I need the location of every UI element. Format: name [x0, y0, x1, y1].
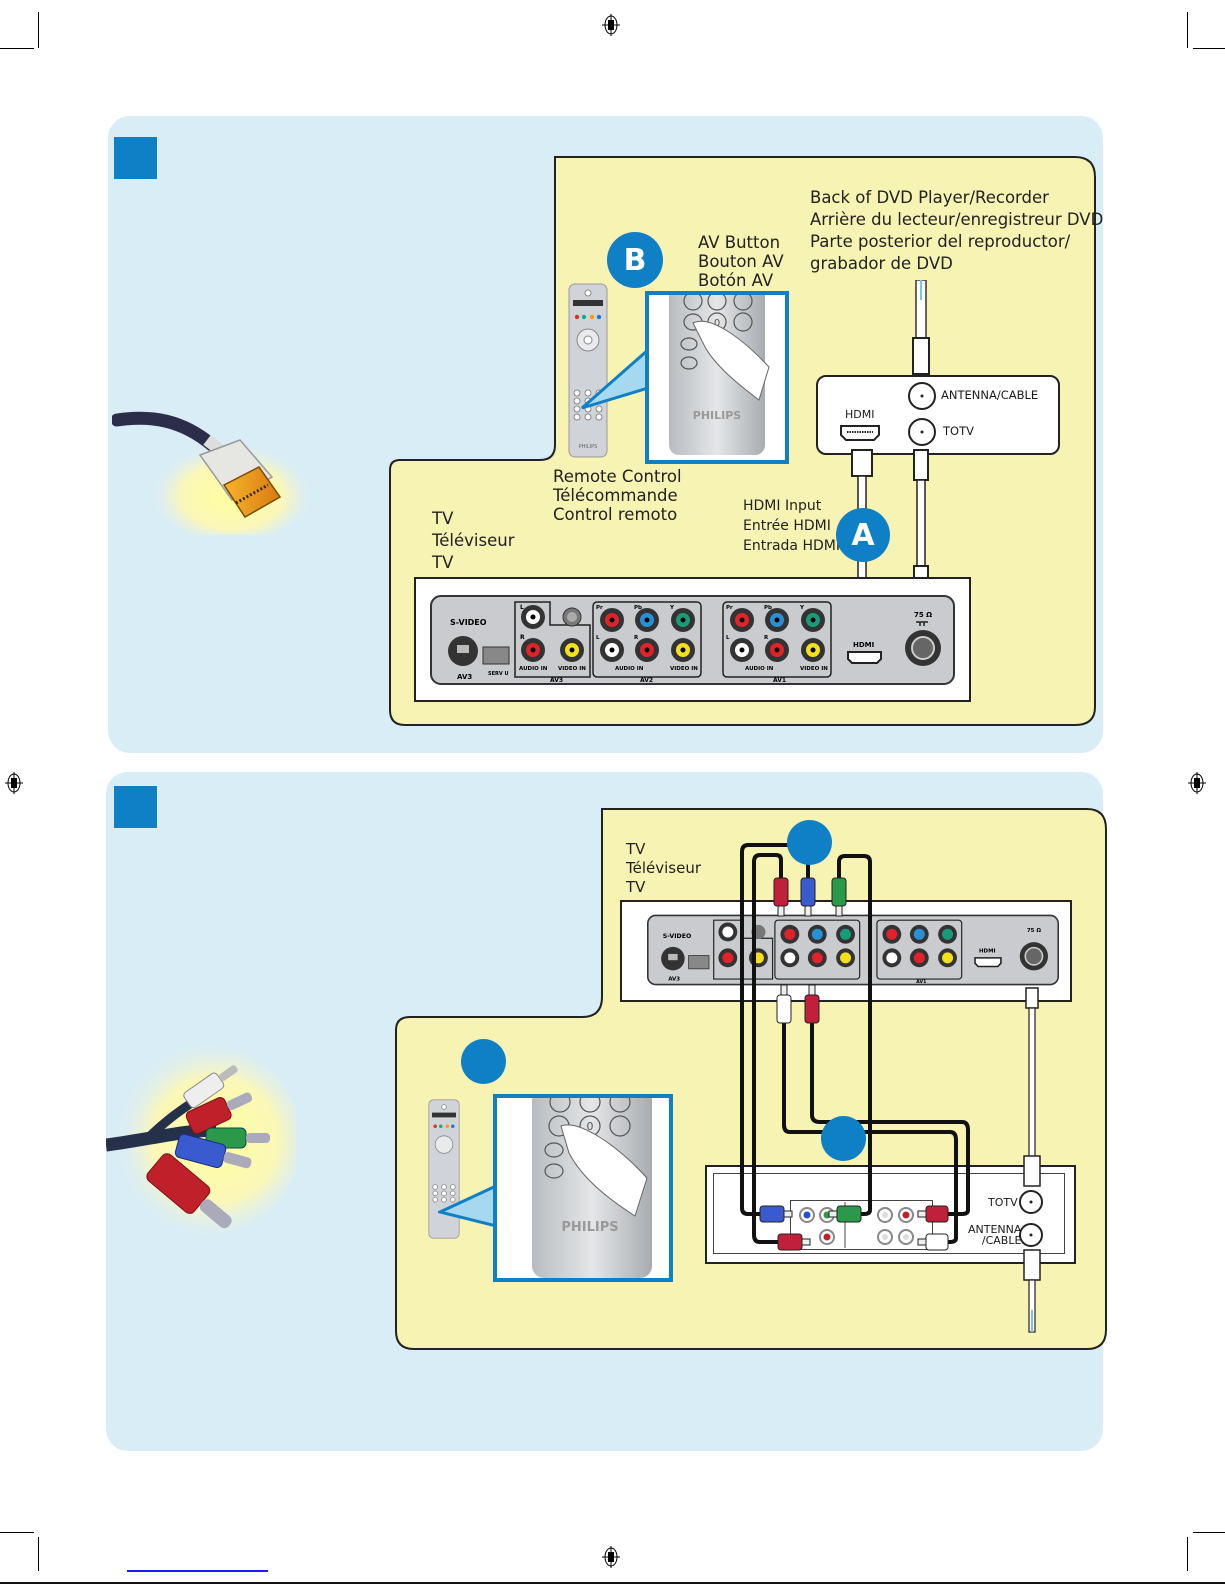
- plug-red-pr: [773, 877, 789, 917]
- svg-text:L: L: [520, 604, 524, 611]
- remote-control-image-2: [428, 1099, 460, 1239]
- dvd-hdmi-label: HDMI: [845, 408, 875, 421]
- badge-a: A: [836, 508, 890, 562]
- antenna-port-icon-2: [1019, 1223, 1043, 1247]
- svg-text:AUDIO IN: AUDIO IN: [745, 666, 774, 672]
- crop-mark: [38, 12, 39, 48]
- hdmi-cable-image: [112, 385, 308, 535]
- plug-green-y: [831, 877, 847, 917]
- svg-text:AV3: AV3: [457, 673, 472, 681]
- svg-text:VIDEO IN: VIDEO IN: [670, 666, 698, 672]
- svg-text:AV3: AV3: [668, 977, 680, 983]
- svg-text:Pb: Pb: [764, 605, 772, 611]
- antenna-port-icon: [908, 382, 936, 410]
- badge-dvd-connection: [821, 1116, 866, 1161]
- cable-connections-2: [740, 843, 1041, 1333]
- tv-back-panel: S-VIDEO AV3 SERV U L R AUDIO IN VIDEO IN…: [430, 595, 955, 685]
- svg-text:R: R: [520, 634, 525, 641]
- svg-text:Pr: Pr: [726, 605, 733, 611]
- rca-jack-white: [521, 605, 545, 629]
- zoom-callout: [581, 346, 650, 410]
- registration-mark-icon: [5, 772, 23, 794]
- plug-white-audio: [776, 984, 792, 1024]
- crop-mark: [1187, 1537, 1188, 1571]
- svg-text:Pr: Pr: [596, 605, 603, 611]
- svg-text:Y: Y: [669, 605, 675, 611]
- hdmi-port-icon: [840, 425, 880, 441]
- svg-text:R: R: [634, 635, 639, 641]
- registration-mark-icon: [602, 1546, 620, 1568]
- svg-text:L: L: [596, 635, 600, 641]
- svg-text:VIDEO IN: VIDEO IN: [558, 666, 586, 672]
- svg-text:PHILIPS: PHILIPS: [579, 444, 598, 450]
- totv-port-icon: [908, 418, 936, 446]
- step-2-number-box: [114, 786, 157, 828]
- crop-mark: [1193, 1532, 1225, 1533]
- svg-text:PHILIPS: PHILIPS: [561, 1220, 618, 1235]
- component-cable-image: [106, 1030, 296, 1245]
- svg-text:PHILIPS: PHILIPS: [693, 409, 742, 422]
- crop-mark: [1187, 12, 1188, 48]
- svg-text:75 Ω: 75 Ω: [914, 611, 932, 619]
- svg-text:L: L: [726, 635, 730, 641]
- svg-text:0: 0: [587, 1120, 594, 1133]
- dvd-back-panel-2-inner: [713, 1173, 1065, 1254]
- svg-text:R: R: [764, 635, 769, 641]
- remote-control-image: PHILIPS: [568, 283, 608, 458]
- svg-text:AV3: AV3: [550, 677, 563, 684]
- registration-mark-icon: [1188, 772, 1206, 794]
- remote-zoom-view: 0 PHILIPS: [645, 291, 789, 464]
- tv-back-panel-2: S-VIDEO AV3 AV1 HDMI 75 Ω: [647, 914, 1059, 986]
- dvd2-totv-label: TOTV: [988, 1196, 1018, 1209]
- crop-mark: [0, 1532, 34, 1533]
- registration-mark-icon: [602, 14, 620, 36]
- zoom-callout-2: [438, 1183, 498, 1228]
- badge-tv-connection: [787, 820, 832, 865]
- svg-text:AV1: AV1: [916, 979, 926, 985]
- svg-text:VIDEO IN: VIDEO IN: [800, 666, 828, 672]
- plug-blue-pb: [800, 877, 816, 917]
- svg-text:AUDIO IN: AUDIO IN: [615, 666, 644, 672]
- crop-mark: [38, 1537, 39, 1571]
- crop-mark: [0, 48, 34, 49]
- badge-remote: [461, 1039, 506, 1084]
- svg-text:75 Ω: 75 Ω: [1027, 928, 1042, 934]
- remote-zoom-view-2: 0 PHILIPS: [493, 1094, 673, 1282]
- svg-text:AV2: AV2: [640, 677, 653, 684]
- svg-text:0: 0: [714, 318, 720, 329]
- cable-connections-1: [851, 280, 930, 619]
- svg-text:SERV U: SERV U: [488, 671, 509, 677]
- svg-text:Pb: Pb: [634, 605, 642, 611]
- svg-text:HDMI: HDMI: [853, 641, 874, 649]
- svg-text:AV1: AV1: [773, 677, 786, 684]
- page-bottom-rule: [0, 1582, 1225, 1584]
- antenna-cable-label: ANTENNA/CABLE: [941, 388, 1039, 402]
- rca-jack-grey: [562, 607, 582, 627]
- svg-text:HDMI: HDMI: [979, 948, 996, 954]
- svg-text:AUDIO IN: AUDIO IN: [519, 666, 548, 672]
- crop-mark: [1193, 48, 1225, 49]
- dvd-component-out-box: [790, 1200, 933, 1250]
- dvd-back-panel: [816, 375, 1060, 455]
- badge-b: B: [607, 232, 663, 288]
- dvd2-antenna-label: ANTENNA/CABLE: [968, 1223, 1022, 1247]
- plug-red-audio: [804, 984, 820, 1024]
- link-underline: [127, 1570, 268, 1572]
- svg-text:S-VIDEO: S-VIDEO: [663, 933, 692, 940]
- svg-text:Y: Y: [799, 605, 805, 611]
- step-1-number-box: [114, 137, 157, 179]
- totv-port-icon-2: [1019, 1190, 1043, 1214]
- svideo-label: S-VIDEO: [450, 618, 487, 627]
- totv-label: TOTV: [943, 424, 974, 438]
